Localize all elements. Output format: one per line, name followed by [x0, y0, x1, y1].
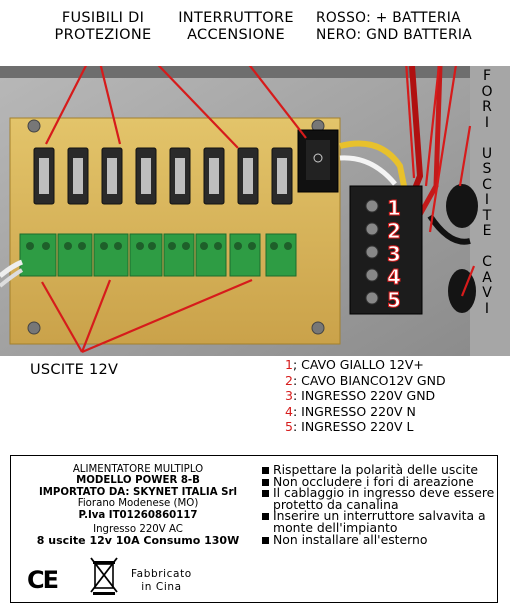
side-letter: T	[482, 207, 492, 224]
side-letter: A	[482, 269, 492, 286]
fuses-label: FUSIBILI DI PROTEZIONE	[28, 10, 178, 44]
battery-label-line1: ROSSO: + BATTERIA	[316, 10, 461, 26]
legend-item: 1; CAVO GIALLO 12V+	[285, 357, 446, 373]
terminal-number-2: 2	[387, 219, 402, 244]
side-letter: V	[482, 285, 492, 301]
board-illustration	[0, 66, 510, 356]
output-rating: 8 uscite 12v 10A Consumo 130W	[36, 534, 240, 548]
product-label-plate: ALIMENTATORE MULTIPLO MODELLO POWER 8-B …	[10, 455, 498, 603]
outputs-label: USCITE 12V	[30, 362, 119, 378]
legend-number: 5	[285, 419, 293, 435]
importer-city: Fiorano Modenese (MO)	[77, 498, 199, 510]
power-supply-photo: 1 2 3 4 5	[0, 66, 510, 356]
terminal-number-4: 4	[387, 265, 402, 290]
vat-number: P.Iva IT01260860117	[78, 509, 198, 521]
note-item: Non installare all'esterno	[261, 533, 495, 546]
legend-number: 1	[285, 357, 293, 372]
product-info: ALIMENTATORE MULTIPLO MODELLO POWER 8-B …	[23, 464, 253, 547]
terminal-number-5: 5	[387, 288, 402, 313]
weee-bin-icon	[90, 557, 118, 595]
note-item: Inserire un interruttore salvavita a mon…	[261, 510, 495, 534]
legend-text: : INGRESSO 220V N	[292, 403, 416, 419]
legend-text: : CAVO BIANCO12V GND	[292, 372, 446, 388]
legend-text: : INGRESSO 220V GND	[292, 388, 436, 404]
legend-number: 3	[285, 388, 293, 404]
legend-item: 3: INGRESSO 220V GND	[285, 388, 446, 404]
made-in-line2: in Cina	[141, 580, 182, 593]
made-in-label: Fabbricato in Cina	[131, 568, 192, 593]
ce-mark: CE	[27, 566, 59, 594]
legend-item: 2: CAVO BIANCO12V GND	[285, 373, 446, 389]
battery-label-line2: NERO: GND BATTERIA	[316, 27, 472, 43]
switch-label-line2: ACCENSIONE	[187, 27, 285, 43]
battery-label: ROSSO: + BATTERIA NERO: GND BATTERIA	[316, 10, 508, 44]
side-letter: I	[484, 114, 490, 131]
safety-notes: Rispettare la polarità delle uscite Non …	[261, 464, 495, 545]
side-letter	[480, 130, 494, 146]
note-item: Non occludere i fori di areazione	[261, 475, 495, 488]
legend-item: 4: INGRESSO 220V N	[285, 404, 446, 420]
terminal-number-1: 1	[387, 196, 402, 221]
terminal-legend: 1; CAVO GIALLO 12V+ 2: CAVO BIANCO12V GN…	[285, 357, 446, 435]
side-letter: U	[481, 145, 493, 162]
legend-text: ; CAVO GIALLO 12V+	[292, 357, 424, 372]
side-letter: F	[482, 68, 492, 84]
terminal-number-3: 3	[387, 242, 402, 267]
legend-number: 2	[285, 372, 293, 388]
note-item: Il cablaggio in ingresso deve essere pro…	[261, 486, 495, 511]
side-letter: I	[484, 300, 490, 317]
input-rating: Ingresso 220V AC	[93, 524, 183, 536]
side-letter: S	[482, 161, 492, 177]
product-category: ALIMENTATORE MULTIPLO	[72, 464, 204, 475]
side-letter: C	[482, 176, 492, 193]
made-in-line1: Fabbricato	[131, 568, 192, 580]
side-letter: R	[482, 99, 492, 115]
side-holes-label: F O R I U S C I T E C A V I	[480, 68, 494, 316]
importer: IMPORTATO DA: SKYNET ITALIA Srl	[39, 486, 237, 498]
fuses-label-line1: FUSIBILI DI	[61, 10, 145, 26]
legend-text: : INGRESSO 220V L	[292, 419, 414, 435]
side-letter: O	[481, 83, 493, 100]
note-item: Rispettare la polarità delle uscite	[261, 464, 495, 476]
switch-label: INTERRUTTORE ACCENSIONE	[156, 10, 316, 44]
legend-number: 4	[285, 403, 293, 419]
side-letter: I	[484, 192, 490, 208]
side-letter: E	[482, 223, 492, 239]
side-letter: C	[482, 254, 492, 270]
product-model: MODELLO POWER 8-B	[76, 475, 200, 487]
legend-item: 5: INGRESSO 220V L	[285, 419, 446, 435]
side-letter	[480, 239, 494, 255]
switch-label-line1: INTERRUTTORE	[178, 10, 294, 26]
fuses-label-line2: PROTEZIONE	[54, 27, 152, 43]
